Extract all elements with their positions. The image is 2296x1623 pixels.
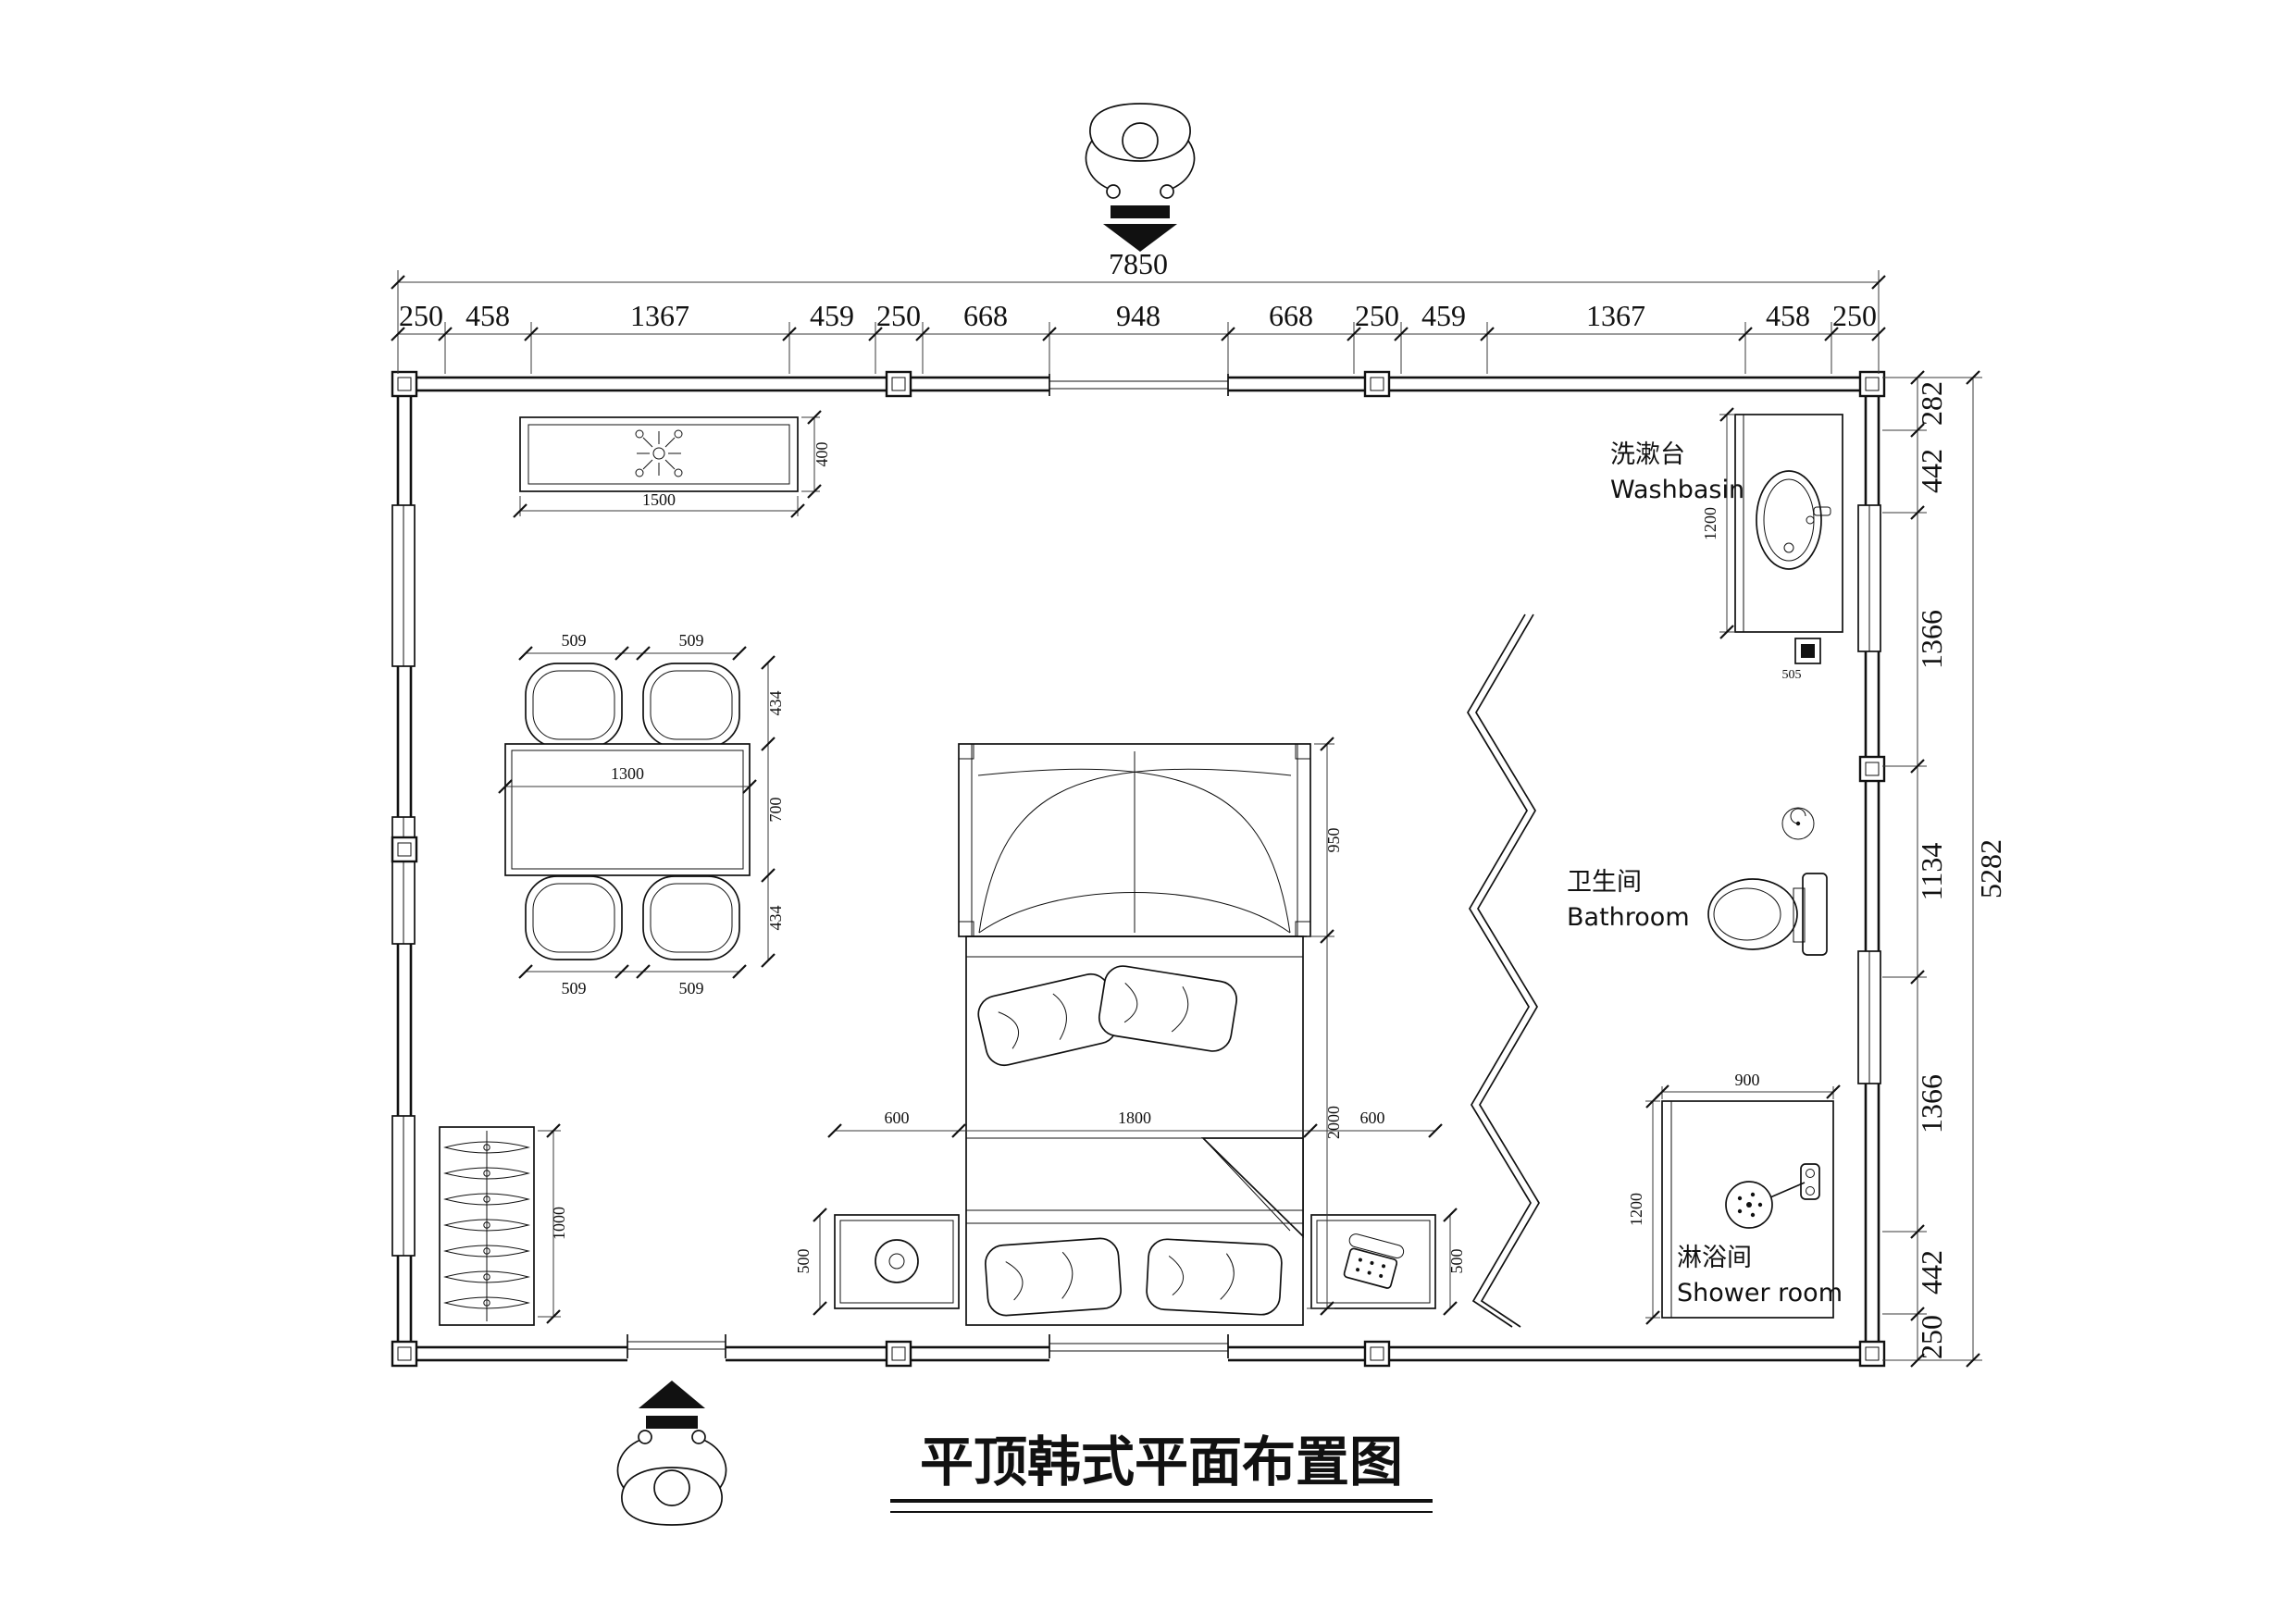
dining-chair (642, 875, 740, 960)
top-door-opening (1049, 372, 1229, 396)
window-right-1 (1857, 504, 1881, 652)
dim-table-depth: 700 (766, 798, 785, 823)
dim-light-width: 1500 (642, 490, 676, 509)
dim-top-seg: 668 (1269, 299, 1313, 332)
faucet-icon (1813, 506, 1831, 516)
dim-chair: 509 (562, 631, 587, 650)
dim-top-seg: 459 (810, 299, 854, 332)
folding-screen-partition (1467, 613, 1540, 1328)
floor-drain-icon (1781, 807, 1815, 840)
dim-top-seg: 948 (1116, 299, 1160, 332)
entry-arrow-up-icon (639, 1381, 705, 1429)
dim-top-seg: 668 (963, 299, 1008, 332)
dim-right-seg: 442 (1915, 449, 1948, 493)
bottom-door-opening (627, 1332, 726, 1364)
nightstand-left (834, 1214, 960, 1309)
label-bathroom-zh: 卫生间 (1567, 868, 1642, 897)
wardrobe (439, 1126, 535, 1326)
telephone-icon (1343, 1233, 1405, 1289)
dim-chair: 509 (679, 631, 704, 650)
dim-table-width: 1300 (611, 764, 644, 783)
bottom-panel-opening (1049, 1332, 1229, 1364)
dim-side-top: 434 (766, 691, 785, 716)
shower-room (1661, 1100, 1834, 1319)
dim-stand-right: 500 (1447, 1249, 1466, 1274)
dining-chair (525, 663, 623, 748)
dim-right-seg: 250 (1915, 1315, 1948, 1359)
bed-cushion (983, 1236, 1123, 1318)
entry-arrow-down-icon (1103, 205, 1177, 252)
dim-bed-left: 600 (885, 1109, 910, 1127)
dim-chair: 509 (562, 979, 587, 997)
dim-right-seg: 1134 (1915, 843, 1948, 901)
dim-heater: 505 (1782, 668, 1802, 682)
dim-top-seg: 250 (1832, 299, 1877, 332)
window-left-3 (391, 1115, 416, 1257)
window-right-2 (1857, 950, 1881, 1084)
dim-chair: 509 (679, 979, 704, 997)
dim-top-seg: 459 (1421, 299, 1466, 332)
dim-top-seg: 458 (1766, 299, 1810, 332)
label-bathroom-en: Bathroom (1567, 903, 1690, 932)
dim-bed-right: 600 (1360, 1109, 1385, 1127)
shower-head-icon (1725, 1181, 1806, 1229)
dining-table (504, 743, 751, 876)
bed-pillow (1096, 962, 1240, 1055)
bed-cushion (1145, 1237, 1284, 1317)
person-top-icon (1085, 103, 1196, 199)
dim-canopy: 950 (1324, 828, 1343, 853)
dining-set (504, 663, 751, 960)
dining-chair (642, 663, 740, 748)
dim-bed-width: 1800 (1118, 1109, 1151, 1127)
washbasin (1734, 414, 1843, 664)
dim-top-seg: 458 (465, 299, 510, 332)
dim-top-seg: 1367 (630, 299, 689, 332)
dim-right-total: 5282 (1974, 839, 2007, 898)
nightstand-right (1310, 1214, 1436, 1309)
water-heater (1794, 638, 1821, 664)
ceiling-light (519, 416, 799, 492)
entry-top (1085, 103, 1196, 252)
shower-mixer-icon (1800, 1163, 1820, 1200)
drawing-title: 平顶韩式平面布置图 (890, 1431, 1433, 1513)
dim-wardrobe: 1000 (550, 1207, 568, 1240)
bed-canopy (958, 743, 1311, 937)
window-left-2 (391, 816, 416, 945)
dim-top-seg: 250 (399, 299, 443, 332)
dimension-lines (391, 270, 1982, 1368)
dim-stand-left: 500 (794, 1249, 813, 1274)
label-shower-en: Shower room (1677, 1279, 1843, 1307)
blanket-fold (1200, 1137, 1304, 1239)
dim-top-total: 7850 (1109, 247, 1168, 280)
entry-bottom (616, 1381, 727, 1526)
window-left-1 (391, 504, 416, 667)
dim-right-seg: 442 (1915, 1250, 1948, 1295)
dim-washbasin: 1200 (1701, 507, 1719, 540)
label-washbasin-zh: 洗漱台 (1610, 440, 1685, 469)
dim-top-seg: 1367 (1586, 299, 1645, 332)
dim-shower-depth: 1200 (1627, 1193, 1645, 1226)
dim-shower-width: 900 (1735, 1071, 1760, 1089)
dim-right-seg: 282 (1915, 381, 1948, 426)
dim-top-seg: 250 (876, 299, 921, 332)
dim-right-seg: 1366 (1915, 1074, 1948, 1134)
dimension-texts: 7850 250 458 1367 459 250 668 948 668 25… (399, 247, 2007, 1359)
dim-right-seg: 1366 (1915, 610, 1948, 669)
page-title: 平顶韩式平面布置图 (920, 1431, 1403, 1493)
dining-chair (525, 875, 623, 960)
person-bottom-icon (616, 1430, 727, 1526)
dim-side-bottom: 434 (766, 906, 785, 931)
label-shower-zh: 淋浴间 (1677, 1244, 1752, 1272)
label-washbasin-en: Washbasin (1610, 476, 1744, 504)
dim-top-seg: 250 (1355, 299, 1399, 332)
dim-bed-length: 2000 (1324, 1106, 1343, 1139)
toilet (1707, 873, 1828, 956)
room-labels: 洗漱台 Washbasin 卫生间 Bathroom 淋浴间 Shower ro… (1567, 440, 1843, 1307)
table-lamp-icon (875, 1239, 919, 1283)
walls (391, 370, 1886, 1368)
dim-light-depth: 400 (813, 442, 831, 467)
